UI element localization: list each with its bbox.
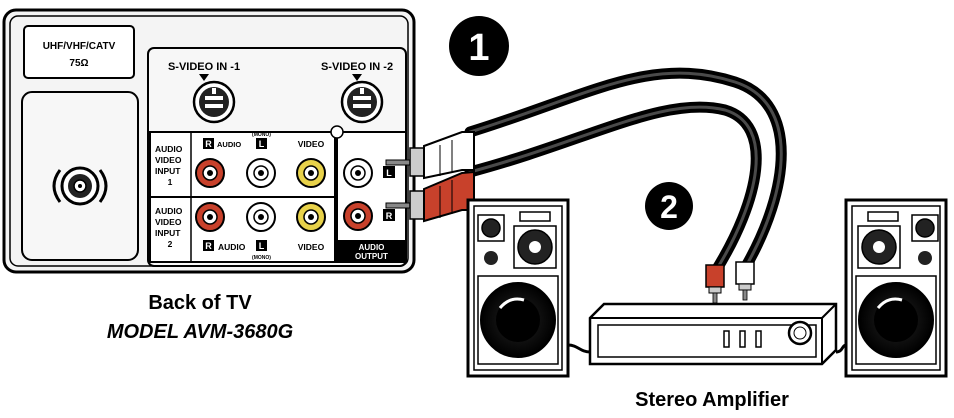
- video-in-1-jack[interactable]: [296, 158, 326, 188]
- video-label: VIDEO: [298, 139, 325, 149]
- mono-label: (MONO): [252, 132, 271, 138]
- step-marker-2: 2: [645, 182, 693, 230]
- video-label: VIDEO: [298, 242, 325, 252]
- rca-plug-icon[interactable]: [385, 170, 475, 223]
- rca-cable: [464, 67, 787, 278]
- rca-plug-icon[interactable]: [735, 261, 755, 301]
- audio-label: AUDIO: [218, 242, 246, 252]
- tv-back-caption: Back of TV: [148, 292, 252, 314]
- step-number: 2: [660, 189, 678, 225]
- left-channel-badge: L: [386, 168, 392, 178]
- right-channel-badge: R: [386, 211, 393, 221]
- input1-label-line: VIDEO: [155, 155, 182, 165]
- speaker-icon: [466, 198, 570, 378]
- audio-in-2-right-jack[interactable]: [195, 202, 225, 232]
- coax-connector-icon[interactable]: [52, 166, 108, 206]
- svideo-jack-icon[interactable]: [340, 80, 384, 124]
- svideo-jack-icon[interactable]: [192, 80, 236, 124]
- rca-plug-icon[interactable]: [385, 131, 475, 180]
- audio-output-label: AUDIO: [359, 243, 385, 252]
- mono-label: (MONO): [252, 255, 271, 261]
- audio-in-1-right-jack[interactable]: [195, 158, 225, 188]
- step-number: 1: [468, 27, 489, 69]
- input1-label-line: AUDIO: [155, 144, 183, 154]
- input1-label-line: 1: [168, 177, 173, 187]
- left-channel-badge: L: [259, 241, 265, 251]
- svideo-in-2-label: S-VIDEO IN -2: [321, 61, 393, 73]
- amplifier-icon: [588, 302, 838, 366]
- tv-back-panel: UHF/VHF/CATV 75Ω S-VIDEO IN -1 S-VIDEO I…: [2, 8, 416, 274]
- step-marker-1: 1: [449, 16, 509, 76]
- audio-in-2-left-jack[interactable]: [246, 202, 276, 232]
- tv-model-caption: MODEL AVM-3680G: [107, 321, 293, 343]
- left-channel-badge: L: [259, 139, 265, 149]
- amplifier-caption: Stereo Amplifier: [635, 389, 789, 411]
- svideo-in-1-label: S-VIDEO IN -1: [168, 61, 240, 73]
- right-channel-badge: R: [205, 241, 212, 251]
- antenna-label: UHF/VHF/CATV: [43, 41, 116, 52]
- input2-label-line: 2: [168, 239, 173, 249]
- input2-label-line: VIDEO: [155, 217, 182, 227]
- audio-in-1-left-jack[interactable]: [246, 158, 276, 188]
- input2-label-line: AUDIO: [155, 206, 183, 216]
- impedance-label: 75Ω: [69, 58, 88, 69]
- audio-output-left-jack[interactable]: [343, 158, 373, 188]
- video-in-2-jack[interactable]: [296, 202, 326, 232]
- audio-output-right-jack[interactable]: [343, 201, 373, 231]
- input1-label-line: INPUT: [155, 166, 181, 176]
- input2-label-line: INPUT: [155, 228, 181, 238]
- right-channel-badge: R: [205, 139, 212, 149]
- speaker-icon: [844, 198, 948, 378]
- audio-label: AUDIO: [217, 140, 241, 149]
- rca-plug-icon[interactable]: [705, 264, 725, 304]
- audio-output-label: OUTPUT: [355, 252, 388, 261]
